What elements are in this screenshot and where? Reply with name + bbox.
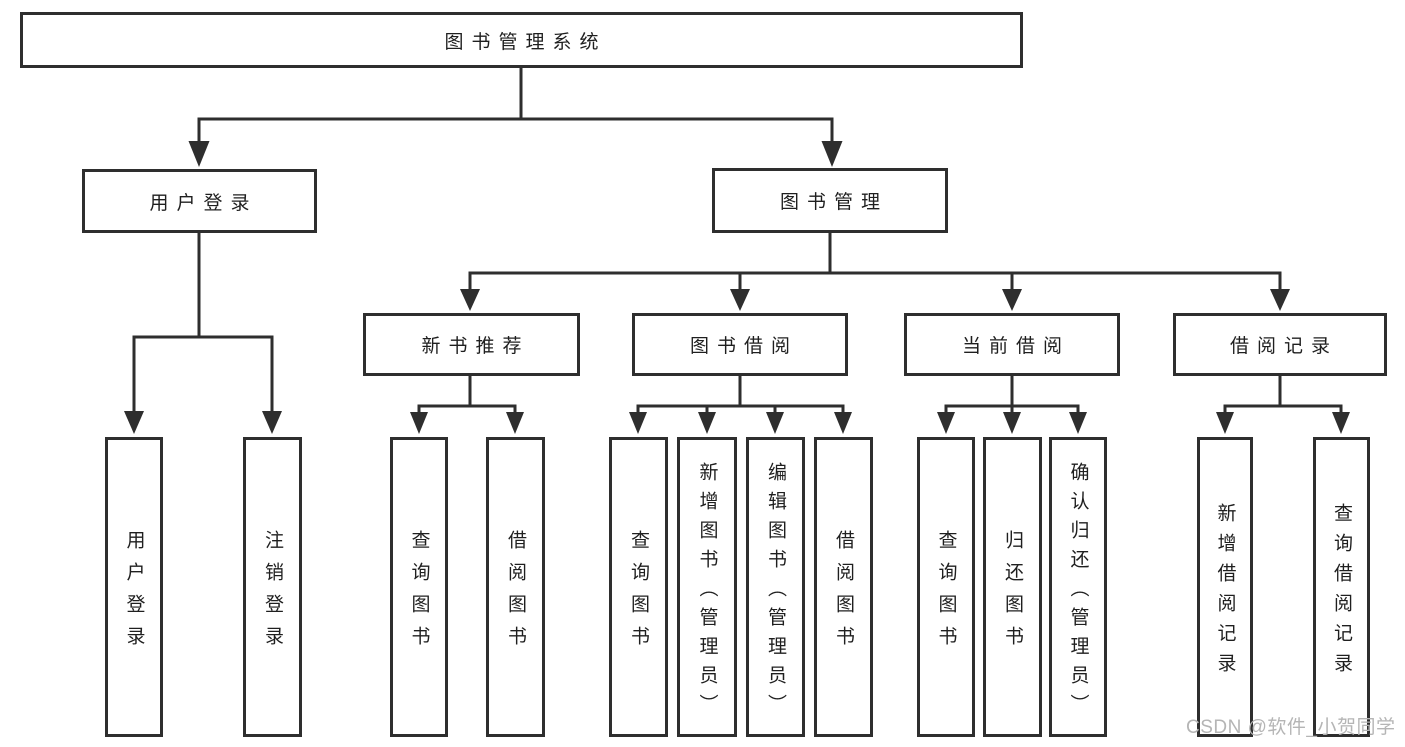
leaf-label: 归还图书: [1002, 529, 1023, 658]
leaf-query-borrow-record: 查询借阅记录: [1313, 437, 1370, 737]
leaf-label: 借阅图书: [505, 529, 526, 658]
node-user-login: 用户登录: [82, 169, 317, 233]
node-library-management-system: 图书管理系统: [20, 12, 1023, 68]
node-current-borrowing: 当前借阅: [904, 313, 1120, 376]
leaf-borrow-books-borrowing: 借阅图书: [814, 437, 873, 737]
leaf-user-login: 用户登录: [105, 437, 163, 737]
leaf-label: 查询图书: [935, 529, 957, 658]
leaf-add-books-admin: 新增图书（管理员）: [677, 437, 737, 737]
node-label: 当前借阅: [961, 336, 1070, 357]
leaf-borrow-books-recommend: 借阅图书: [486, 437, 545, 737]
leaf-label: 借阅图书: [833, 529, 854, 658]
watermark-text: CSDN @软件_小贺同学: [1186, 717, 1396, 738]
node-label: 借阅记录: [1229, 336, 1338, 357]
node-label: 图书借阅: [689, 336, 798, 357]
leaf-label: 编辑图书（管理员）: [765, 461, 786, 723]
leaf-label: 确认归还（管理员）: [1067, 461, 1089, 723]
node-borrowing-records: 借阅记录: [1173, 313, 1387, 376]
leaf-confirm-return-admin: 确认归还（管理员）: [1049, 437, 1107, 737]
leaf-query-books-current: 查询图书: [917, 437, 975, 737]
leaf-label: 新增图书（管理员）: [696, 461, 718, 723]
leaf-edit-books-admin: 编辑图书（管理员）: [746, 437, 805, 737]
leaf-return-books: 归还图书: [983, 437, 1042, 737]
leaf-add-borrow-record: 新增借阅记录: [1197, 437, 1253, 737]
node-new-book-recommendation: 新书推荐: [363, 313, 580, 376]
leaf-label: 查询图书: [628, 529, 649, 658]
node-label: 图书管理系统: [444, 31, 607, 53]
leaf-logout-login: 注销登录: [243, 437, 302, 737]
leaf-label: 新增借阅记录: [1214, 502, 1236, 683]
leaf-label: 注销登录: [262, 529, 283, 658]
leaf-query-books-recommend: 查询图书: [390, 437, 448, 737]
leaf-label: 查询借阅记录: [1331, 502, 1352, 683]
node-label: 图书管理: [779, 192, 888, 213]
leaf-label: 用户登录: [123, 529, 145, 658]
node-book-borrowing: 图书借阅: [632, 313, 848, 376]
node-label: 用户登录: [149, 192, 258, 214]
node-label: 新书推荐: [421, 336, 530, 357]
leaf-query-books-borrowing: 查询图书: [609, 437, 668, 737]
leaf-label: 查询图书: [408, 529, 430, 658]
node-book-management: 图书管理: [712, 168, 948, 233]
